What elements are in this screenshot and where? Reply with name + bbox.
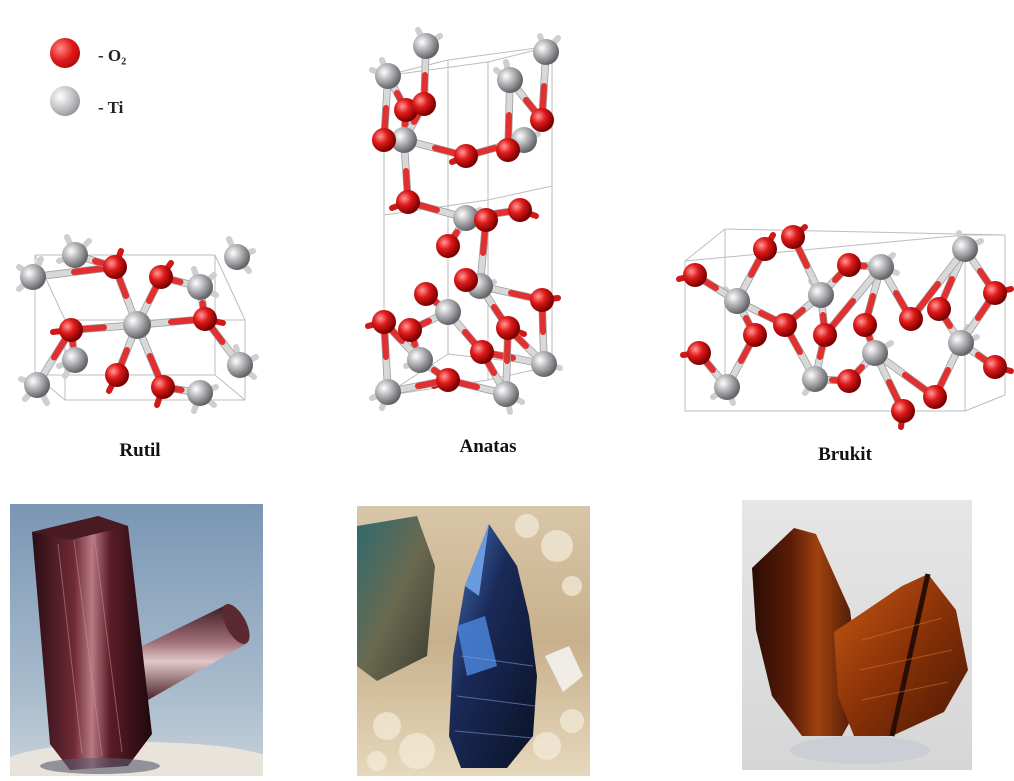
titanium-atom — [453, 205, 479, 231]
oxygen-atom — [149, 265, 173, 289]
oxygen-atom — [454, 268, 478, 292]
oxygen-atom — [372, 310, 396, 334]
brookite-crystal-photo — [742, 500, 972, 770]
titanium-atom — [123, 311, 151, 339]
titanium-atom — [531, 351, 557, 377]
oxygen-atom — [781, 225, 805, 249]
titanium-atom — [435, 299, 461, 325]
oxygen-atom — [412, 92, 436, 116]
oxygen-atom — [398, 318, 422, 342]
oxygen-atom — [530, 108, 554, 132]
titanium-atom — [808, 282, 834, 308]
titanium-atom — [533, 39, 559, 65]
legend-label-titanium: - Ti — [98, 98, 124, 117]
oxygen-atom — [891, 399, 915, 423]
titanium-atom — [952, 236, 978, 262]
legend-item-titanium: - Ti — [40, 86, 180, 126]
atom-legend: - O₂ - Ti — [40, 30, 180, 130]
rutile-structure-diagram — [16, 234, 259, 414]
oxygen-atom — [436, 368, 460, 392]
oxygen-atom — [508, 198, 532, 222]
brookite-caption: Brukit — [818, 444, 872, 465]
oxygen-atom-icon — [50, 38, 80, 68]
titanium-atom — [493, 381, 519, 407]
titanium-atom — [802, 366, 828, 392]
titanium-atom — [227, 352, 253, 378]
legend-label-oxygen: - O₂ — [98, 46, 127, 65]
oxygen-atom — [454, 144, 478, 168]
titanium-atom — [62, 347, 88, 373]
oxygen-atom — [105, 363, 129, 387]
titanium-atom — [497, 67, 523, 93]
oxygen-atom — [470, 340, 494, 364]
oxygen-atom — [753, 237, 777, 261]
titanium-atom — [868, 254, 894, 280]
oxygen-atom — [813, 323, 837, 347]
titanium-atom — [714, 374, 740, 400]
oxygen-atom — [496, 316, 520, 340]
titanium-atom — [187, 380, 213, 406]
oxygen-atom — [496, 138, 520, 162]
oxygen-atom — [193, 307, 217, 331]
oxygen-atom — [853, 313, 877, 337]
oxygen-atom — [687, 341, 711, 365]
oxygen-atom — [414, 282, 438, 306]
oxygen-atom — [743, 323, 767, 347]
oxygen-atom — [837, 369, 861, 393]
oxygen-atom — [103, 255, 127, 279]
titanium-atom-icon — [50, 86, 80, 116]
titanium-atom — [24, 372, 50, 398]
titanium-atom — [62, 242, 88, 268]
oxygen-atom — [474, 208, 498, 232]
titanium-atom — [20, 264, 46, 290]
anatase-crystal-photo — [357, 506, 590, 776]
titanium-atom — [375, 379, 401, 405]
brookite-structure-diagram — [676, 224, 1014, 430]
oxygen-atom — [923, 385, 947, 409]
titanium-atom — [224, 244, 250, 270]
titanium-atom — [724, 288, 750, 314]
legend-item-oxygen: - O₂ — [40, 36, 180, 76]
oxygen-atom — [837, 253, 861, 277]
titanium-atom — [391, 127, 417, 153]
rutile-crystal-photo — [10, 504, 263, 776]
titanium-atom — [948, 330, 974, 356]
titanium-atom — [375, 63, 401, 89]
oxygen-atom — [899, 307, 923, 331]
oxygen-atom — [59, 318, 83, 342]
oxygen-atom — [983, 355, 1007, 379]
titanium-atom — [407, 347, 433, 373]
oxygen-atom — [151, 375, 175, 399]
oxygen-atom — [983, 281, 1007, 305]
oxygen-atom — [773, 313, 797, 337]
oxygen-atom — [372, 128, 396, 152]
anatase-caption: Anatas — [459, 436, 517, 457]
titanium-atom — [413, 33, 439, 59]
anatase-structure-diagram — [365, 27, 563, 415]
oxygen-atom — [436, 234, 460, 258]
rutile-caption: Rutil — [119, 440, 161, 461]
titanium-atom — [187, 274, 213, 300]
oxygen-atom — [927, 297, 951, 321]
titanium-atom — [862, 340, 888, 366]
oxygen-atom — [396, 190, 420, 214]
oxygen-atom — [530, 288, 554, 312]
oxygen-atom — [683, 263, 707, 287]
